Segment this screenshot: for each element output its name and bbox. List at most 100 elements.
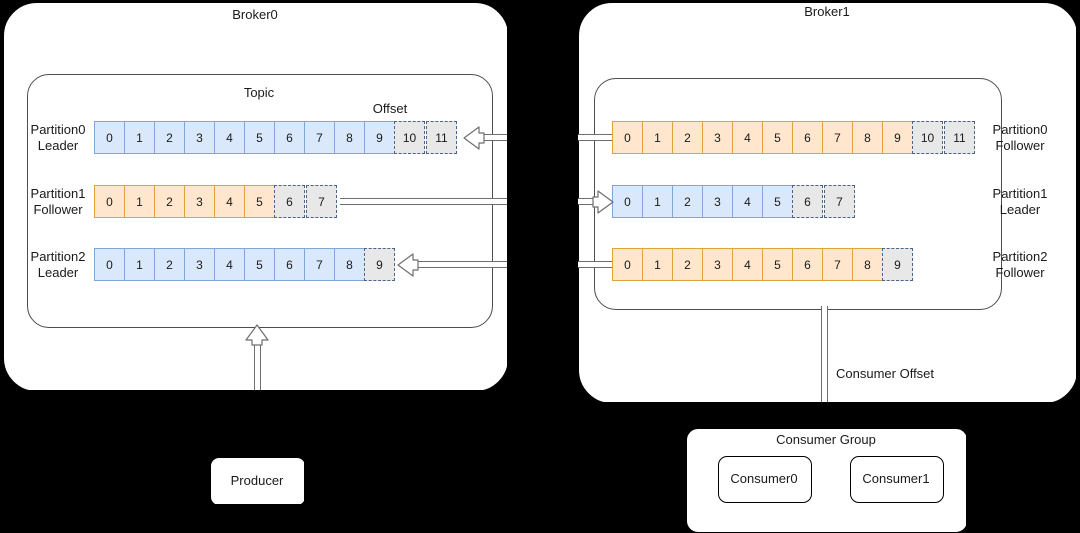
broker1-partition0-offset-1[interactable]: 1 (642, 121, 673, 154)
broker1-partition1-pending-offset-6[interactable]: 6 (792, 185, 823, 218)
consumer-1-box[interactable] (850, 456, 944, 503)
consumer-0-label: Consumer0 (730, 471, 798, 486)
broker0-partition2-offset-2[interactable]: 2 (154, 248, 185, 281)
broker1-partition1-offset-3[interactable]: 3 (702, 185, 733, 218)
broker1-partition2-offset-0[interactable]: 0 (612, 248, 643, 281)
broker0-partition2-offset-1[interactable]: 1 (124, 248, 155, 281)
broker1-partition0-offset-4[interactable]: 4 (732, 121, 763, 154)
broker0-partition1-pending-offset-6[interactable]: 6 (274, 185, 305, 218)
consumer-1-label: Consumer1 (862, 471, 930, 486)
broker1-partition1-offset-2[interactable]: 2 (672, 185, 703, 218)
broker1-partition1-offset-4[interactable]: 4 (732, 185, 763, 218)
broker1-title: Broker1 (804, 4, 850, 19)
broker0-partition1-offset-1[interactable]: 1 (124, 185, 155, 218)
broker0-partition2-label-line2: Leader (37, 265, 79, 280)
gutter-mask-bottom-left-strip2 (304, 457, 507, 531)
broker1-partition1-label-line2: Leader (999, 202, 1041, 217)
broker0-partition0-label: Partition0 Leader (22, 122, 94, 154)
broker1-partition2-offset-3[interactable]: 3 (702, 248, 733, 281)
broker1-partition2-offset-8[interactable]: 8 (852, 248, 883, 281)
broker0-partition2-pending-offset-9[interactable]: 9 (364, 248, 395, 281)
broker0-partition1-pending-offset-7[interactable]: 7 (306, 185, 337, 218)
broker1-partition0-label-line1: Partition0 (992, 122, 1048, 137)
broker1-partition1-offset-5[interactable]: 5 (762, 185, 793, 218)
broker0-partition0-offset-2[interactable]: 2 (154, 121, 185, 154)
broker1-partition2-offset-5[interactable]: 5 (762, 248, 793, 281)
gutter-mask-bottom-left-strip (0, 457, 210, 531)
broker1-partition2-label-line1: Partition2 (992, 249, 1048, 264)
broker1-partition2-offset-1[interactable]: 1 (642, 248, 673, 281)
broker0-partition2-offset-6[interactable]: 6 (274, 248, 305, 281)
broker0-partition1-offset-5[interactable]: 5 (244, 185, 275, 218)
broker0-partition2-offset-8[interactable]: 8 (334, 248, 365, 281)
producer-label: Producer (230, 473, 284, 488)
broker0-partition1-offset-4[interactable]: 4 (214, 185, 245, 218)
broker0-partition1-offset-0[interactable]: 0 (94, 185, 125, 218)
broker1-partition2-offset-4[interactable]: 4 (732, 248, 763, 281)
gutter-mask-center (507, 0, 578, 531)
broker1-partition1-offset-1[interactable]: 1 (642, 185, 673, 218)
topic-title: Topic (243, 85, 275, 100)
broker0-partition0-offset-6[interactable]: 6 (274, 121, 305, 154)
broker1-partition1-label: Partition1 Leader (982, 186, 1058, 218)
broker0-partition0-offset-3[interactable]: 3 (184, 121, 215, 154)
broker0-partition0-offset-4[interactable]: 4 (214, 121, 245, 154)
broker0-partition1-offset-2[interactable]: 2 (154, 185, 185, 218)
broker1-partition0-label-line2: Follower (995, 138, 1045, 153)
broker1-partition0-pending-offset-11[interactable]: 11 (944, 121, 975, 154)
consumer-0-box[interactable] (718, 456, 812, 503)
broker1-partition0-offset-0[interactable]: 0 (612, 121, 643, 154)
broker0-partition2-offset-0[interactable]: 0 (94, 248, 125, 281)
gutter-mask-right-edge (1076, 0, 1080, 531)
broker0-partition2-offset-3[interactable]: 3 (184, 248, 215, 281)
broker1-partition2-offset-7[interactable]: 7 (822, 248, 853, 281)
broker0-partition0-label-line2: Leader (37, 138, 79, 153)
broker1-partition0-label: Partition0 Follower (982, 122, 1058, 154)
broker0-partition0-offset-8[interactable]: 8 (334, 121, 365, 154)
gutter-mask-bottom-right (578, 402, 1080, 428)
broker1-partition0-offset-3[interactable]: 3 (702, 121, 733, 154)
broker1-partition2-label: Partition2 Follower (982, 249, 1058, 281)
broker1-partition0-offset-5[interactable]: 5 (762, 121, 793, 154)
broker1-partition1-label-line1: Partition1 (992, 186, 1048, 201)
broker1-partition1-offset-0[interactable]: 0 (612, 185, 643, 218)
broker0-partition0-offset-5[interactable]: 5 (244, 121, 275, 154)
replication-link-partition1 (340, 198, 598, 205)
broker0-partition0-offset-7[interactable]: 7 (304, 121, 335, 154)
broker0-partition0-offset-1[interactable]: 1 (124, 121, 155, 154)
broker0-partition0-offset-0[interactable]: 0 (94, 121, 125, 154)
broker0-partition0-label-line1: Partition0 (30, 122, 86, 137)
broker1-partition0-offset-6[interactable]: 6 (792, 121, 823, 154)
broker0-title: Broker0 (232, 7, 278, 22)
broker0-partition0-offset-9[interactable]: 9 (364, 121, 395, 154)
broker1-partition2-pending-offset-9[interactable]: 9 (882, 248, 913, 281)
broker0-partition2-offset-7[interactable]: 7 (304, 248, 335, 281)
broker0-partition0-pending-offset-11[interactable]: 11 (426, 121, 457, 154)
broker1-partition2-offset-2[interactable]: 2 (672, 248, 703, 281)
broker0-partition2-offset-5[interactable]: 5 (244, 248, 275, 281)
broker1-partition0-offset-2[interactable]: 2 (672, 121, 703, 154)
broker1-partition0-pending-offset-10[interactable]: 10 (912, 121, 943, 154)
broker1-partition0-offset-7[interactable]: 7 (822, 121, 853, 154)
gutter-mask-left-edge (0, 0, 3, 531)
replication-arrowhead-partition2 (397, 253, 419, 277)
consumer-offset-link (821, 306, 828, 432)
broker0-partition2-offset-4[interactable]: 4 (214, 248, 245, 281)
broker1-partition1-pending-offset-7[interactable]: 7 (824, 185, 855, 218)
replication-arrowhead-partition1 (592, 190, 614, 214)
broker0-partition1-offset-3[interactable]: 3 (184, 185, 215, 218)
broker1-partition0-offset-9[interactable]: 9 (882, 121, 913, 154)
broker1-partition0-offset-8[interactable]: 8 (852, 121, 883, 154)
gutter-mask-bottom-left-under (210, 504, 304, 531)
broker1-partition2-offset-6[interactable]: 6 (792, 248, 823, 281)
broker0-partition0-pending-offset-10[interactable]: 10 (394, 121, 425, 154)
consumer-offset-label: Consumer Offset (836, 366, 935, 381)
offset-title: Offset (372, 101, 408, 116)
